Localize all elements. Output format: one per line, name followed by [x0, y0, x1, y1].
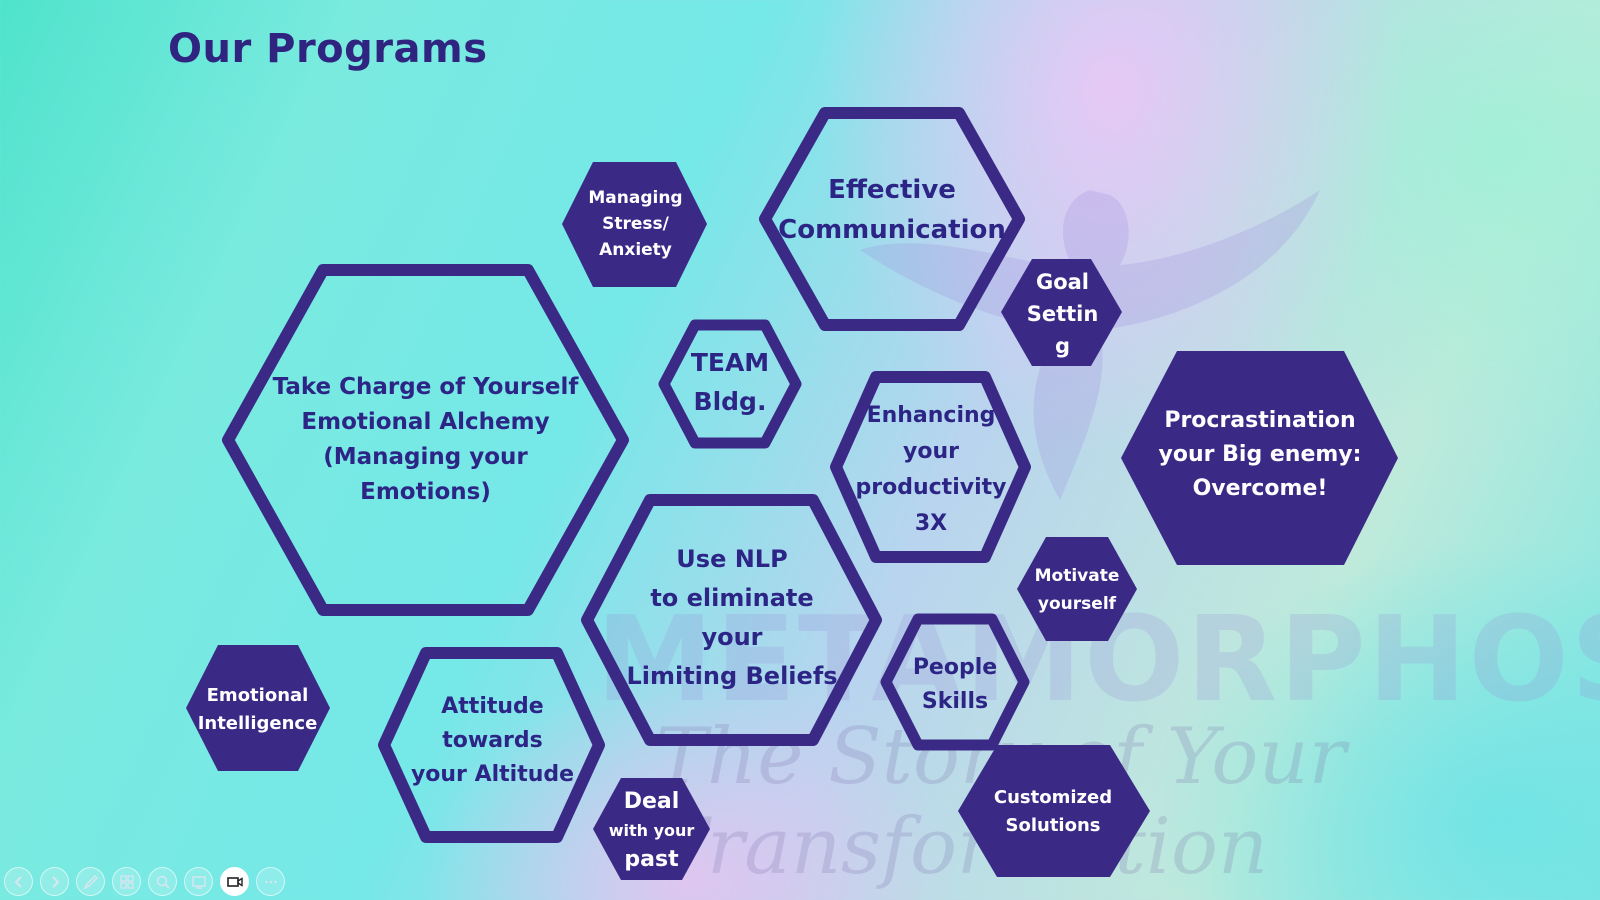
- previous-icon: [14, 875, 22, 888]
- label-enhancing-productivity: Enhancing your productivity 3X: [855, 402, 1007, 536]
- hex-customized-solutions[interactable]: [958, 745, 1150, 877]
- label-people-skills: People Skills: [912, 655, 998, 714]
- label-effective-communication: Effective Communication: [778, 175, 1006, 245]
- slides-grid-button[interactable]: [112, 867, 141, 896]
- hex-attitude[interactable]: [378, 647, 605, 843]
- hex-enhancing-productivity[interactable]: [830, 371, 1031, 563]
- label-deal: Deal: [623, 788, 680, 814]
- hex-use-nlp[interactable]: [581, 494, 882, 746]
- pen-icon: [82, 874, 98, 890]
- label-managing-stress: Managing Stress/ Anxiety: [588, 188, 683, 260]
- label-goal-setting: Goal Settin g: [1026, 270, 1099, 358]
- hex-motivate-yourself[interactable]: [1017, 537, 1137, 641]
- hex-team-bldg[interactable]: [658, 319, 802, 449]
- label-team-bldg: TEAM Bldg.: [690, 348, 770, 416]
- zoom-button[interactable]: [148, 867, 177, 896]
- hex-managing-stress[interactable]: [562, 162, 707, 287]
- video-button[interactable]: [220, 867, 249, 896]
- next-icon: [51, 875, 59, 888]
- label-with-your: with your: [608, 820, 695, 840]
- label-past: past: [624, 846, 679, 872]
- display-icon: [191, 875, 206, 889]
- video-icon: [226, 876, 243, 887]
- next-button[interactable]: [40, 867, 69, 896]
- hex-goal-setting[interactable]: [1001, 259, 1122, 366]
- display-button[interactable]: [184, 867, 213, 896]
- label-use-nlp: Use NLP to eliminate your Limiting Belie…: [626, 545, 838, 690]
- label-deal-with-past: Deal with your past: [600, 780, 703, 880]
- presentation-toolbar: [4, 867, 285, 896]
- label-customized-solutions: Customized Solutions: [993, 787, 1113, 836]
- pen-button[interactable]: [76, 867, 105, 896]
- hex-deal-with-past[interactable]: [593, 778, 710, 880]
- hex-people-skills[interactable]: [880, 613, 1030, 751]
- hex-procrastination[interactable]: [1121, 351, 1398, 565]
- label-motivate-yourself: Motivate yourself: [1034, 566, 1120, 614]
- page-title: Our Programs: [168, 26, 488, 72]
- more-button[interactable]: [256, 867, 285, 896]
- zoom-icon: [156, 875, 170, 889]
- hex-effective-communication[interactable]: [759, 107, 1025, 331]
- label-emotional-intelligence: Emotional Intelligence: [197, 685, 318, 734]
- hex-take-charge[interactable]: [222, 264, 629, 616]
- previous-button[interactable]: [4, 867, 33, 896]
- label-take-charge: Take Charge of Yourself Emotional Alchem…: [272, 374, 579, 505]
- hex-emotional-intelligence[interactable]: [186, 645, 330, 771]
- label-procrastination: Procrastination your Big enemy: Overcome…: [1158, 407, 1362, 501]
- label-attitude: Attitude towards your Altitude: [410, 694, 575, 787]
- more-icon: [264, 880, 277, 883]
- slides-grid-icon: [119, 874, 134, 889]
